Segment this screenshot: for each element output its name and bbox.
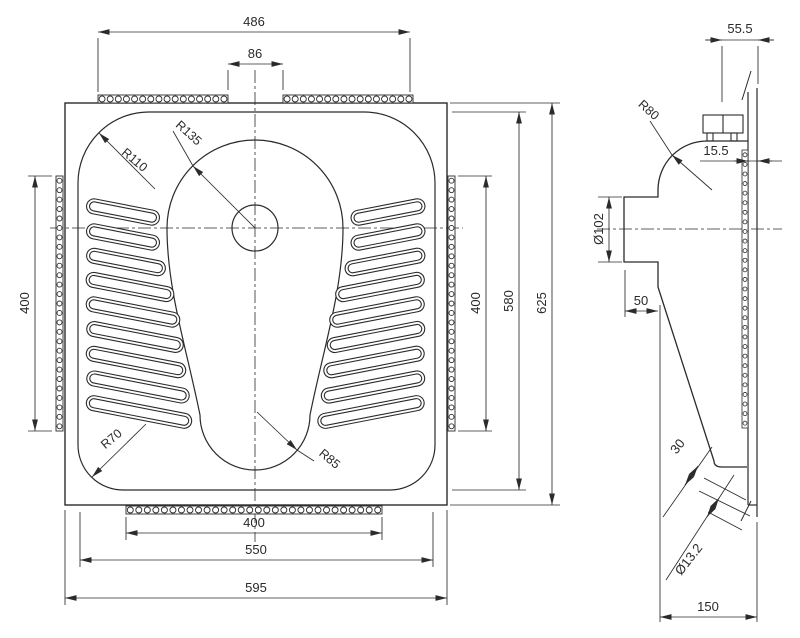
body-profile: [623, 140, 748, 468]
tread-rib: [335, 271, 425, 303]
dim-label: 86: [248, 46, 262, 61]
dim-label: 625: [534, 292, 549, 314]
tread-rib: [85, 198, 161, 226]
dim-label: 550: [245, 542, 267, 557]
dim-left-strip-length: 400: [17, 175, 52, 432]
tread-rib: [85, 271, 175, 303]
dim-label: 400: [17, 292, 32, 314]
tread-rib: [329, 296, 425, 328]
tread-rib: [317, 395, 425, 429]
dim-shoulder-radius: R80: [635, 97, 713, 191]
dim-outlet-diameter: Ø102: [591, 196, 622, 263]
lug-foot: [730, 132, 738, 142]
drain-circle: [231, 204, 279, 252]
tread-rib: [86, 247, 166, 277]
dim-fixing-hole-spacing: 30: [662, 436, 713, 518]
dim-label: 55.5: [727, 21, 752, 36]
tread-rib: [85, 395, 193, 429]
dim-outlet-clearance: 50: [624, 270, 658, 317]
strip-holes: [283, 95, 413, 103]
dim-overall-width: 595: [64, 510, 448, 605]
dim-label: 50: [634, 293, 648, 308]
tread-rib: [323, 345, 425, 379]
dim-right-strip-length: 400: [458, 175, 492, 432]
dim-overall-height: 625: [450, 102, 560, 506]
tread-ribs-right: [317, 198, 426, 429]
flange-bottom-break-tick: [740, 500, 752, 522]
tread-rib: [85, 296, 181, 328]
dim-label: 400: [468, 292, 483, 314]
dim-label: 400: [243, 515, 265, 530]
dim-top-corner-radius: R110: [98, 132, 156, 190]
tread-rib: [350, 198, 426, 226]
dim-bottom-corner-radius: R70: [91, 423, 147, 478]
bowl-outline: [166, 139, 344, 471]
pan-outer-outline: [64, 102, 448, 506]
dim-label: 580: [501, 290, 516, 312]
tread-rib: [86, 370, 190, 404]
tread-rib: [350, 223, 426, 251]
perforated-strip-left: [55, 175, 64, 432]
dim-label: 486: [243, 14, 265, 29]
tread-rib: [326, 320, 426, 354]
radius-label: R80: [635, 97, 661, 123]
tread-ribs-left: [85, 198, 193, 429]
dim-base-depth: 150: [659, 305, 758, 622]
dim-fixing-hole-diameter: Ø13.2: [665, 474, 735, 581]
dim-label: Ø13.2: [672, 541, 706, 578]
strip-holes: [126, 506, 382, 514]
radius-label: R70: [98, 426, 125, 451]
pan-inner-surface-outline: [77, 111, 436, 491]
tread-rib: [85, 223, 161, 251]
dim-inner-width: 550: [79, 512, 434, 567]
perforated-strip-bottom: [125, 505, 383, 515]
dim-lug-to-flange: 55.5: [705, 21, 774, 102]
fixing-hole-lines: [698, 477, 751, 531]
dim-label: 150: [697, 599, 719, 614]
perforated-strip-edge: [741, 149, 749, 429]
dim-bowl-top-radius: R135: [172, 118, 256, 229]
dim-top-strip-gap: 86: [227, 46, 284, 90]
strip-holes: [98, 95, 228, 103]
strip-holes: [56, 177, 63, 430]
plan-view: 486 86 400 400: [17, 14, 560, 605]
perforated-strip-top-right: [282, 94, 414, 104]
radius-label: R135: [173, 118, 205, 148]
strip-holes: [742, 152, 748, 426]
dim-bottom-strip-length: 400: [125, 515, 383, 540]
tread-rib: [85, 345, 187, 379]
dim-label: 595: [245, 580, 267, 595]
strip-holes: [448, 177, 455, 430]
dim-label: 15.5: [703, 143, 728, 158]
radius-label: R85: [316, 446, 343, 471]
dim-label: 30: [667, 436, 688, 457]
dim-inner-height: 580: [452, 111, 526, 491]
fixing-lug: [702, 114, 744, 142]
tread-rib: [320, 370, 426, 404]
perforated-strip-top-left: [97, 94, 229, 104]
perforated-strips: [55, 94, 456, 515]
lug-foot: [706, 132, 714, 142]
tread-rib: [86, 321, 184, 353]
radius-label: R110: [119, 145, 150, 174]
perforated-strip-right: [447, 175, 456, 432]
side-view: 55.5 15.5 R80 Ø102: [591, 21, 782, 622]
dim-top-flange-width: 486: [97, 14, 411, 92]
side-dimensions: 55.5 15.5 R80 Ø102: [591, 21, 782, 622]
flange-top-break-tick: [741, 70, 752, 101]
dim-flange-thickness: 15.5: [700, 143, 782, 164]
dim-label: Ø102: [591, 213, 606, 245]
